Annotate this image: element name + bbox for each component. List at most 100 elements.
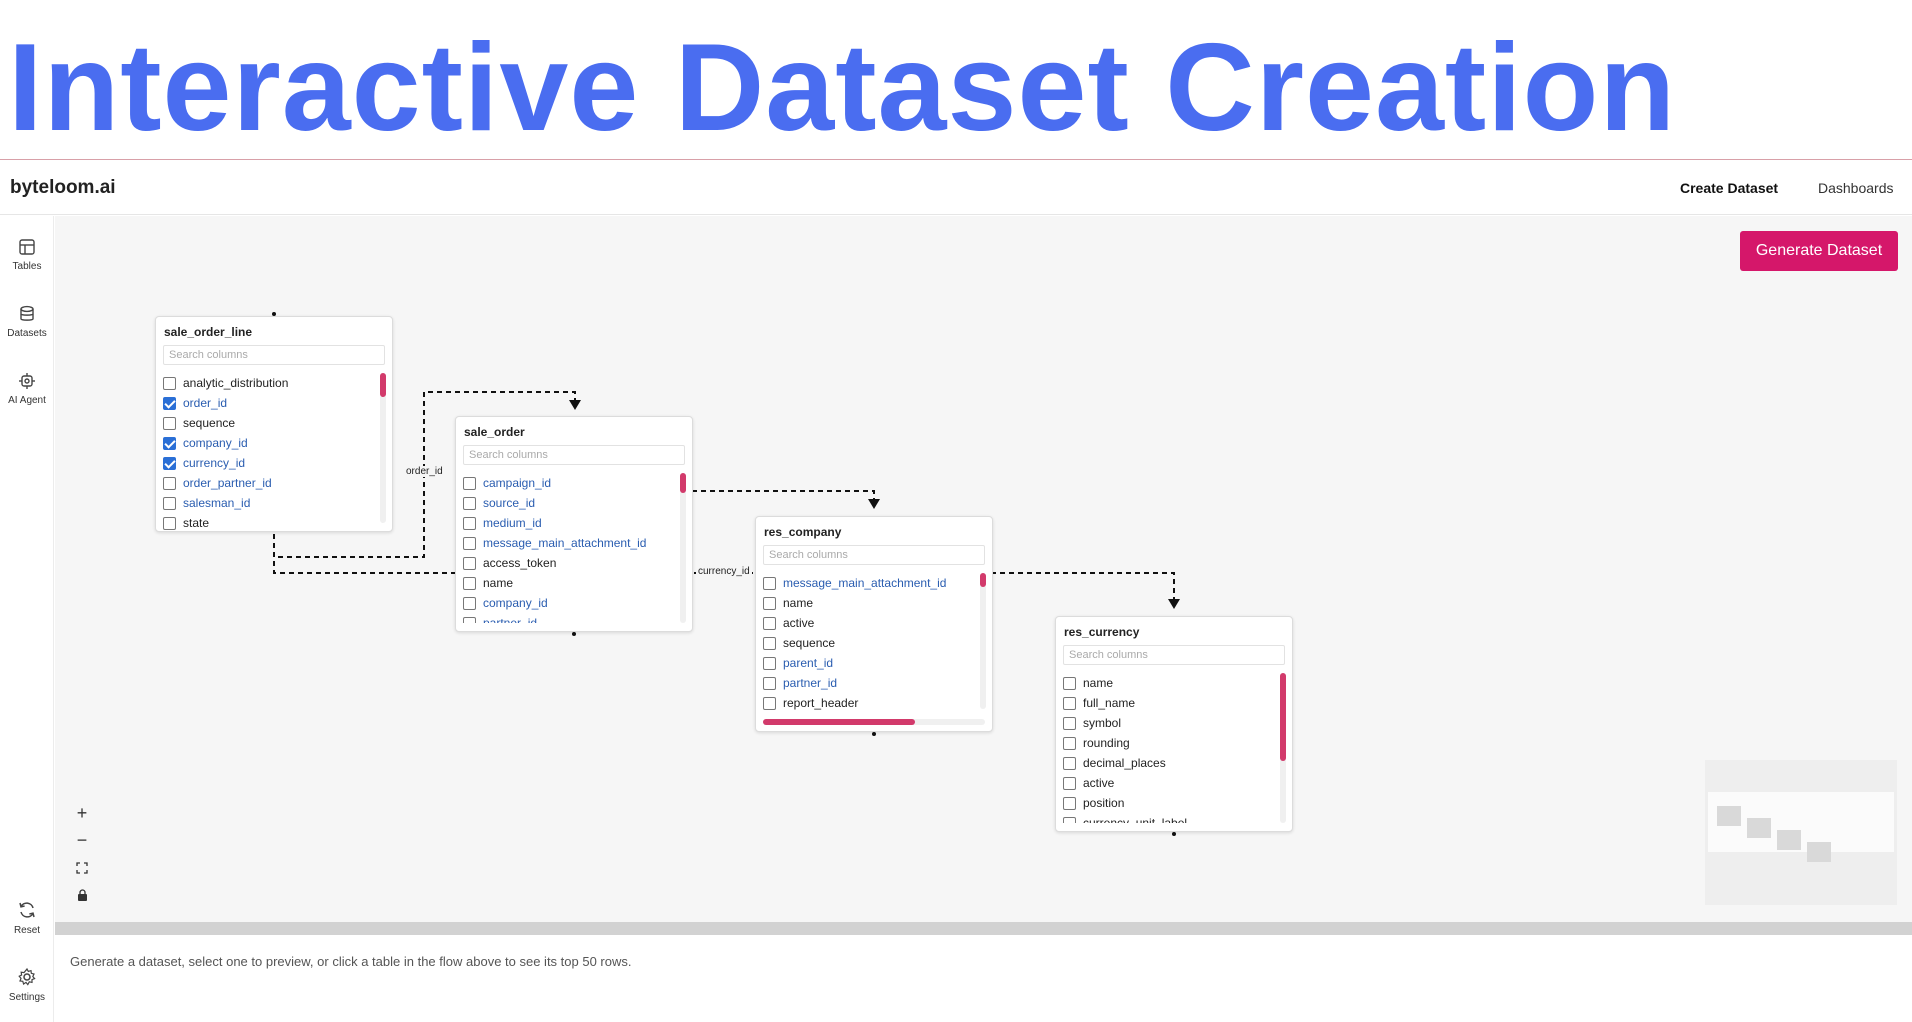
sidebar-item-datasets[interactable]: Datasets (0, 305, 54, 339)
column-checkbox[interactable] (463, 516, 476, 530)
nav-dashboards[interactable]: Dashboards (1818, 180, 1894, 196)
column-name: report_header (783, 696, 859, 710)
column-row[interactable]: position (1063, 793, 1278, 813)
scrollbar-thumb[interactable] (680, 473, 686, 493)
column-row[interactable]: active (1063, 773, 1278, 793)
column-checkbox[interactable] (463, 536, 476, 550)
column-checkbox[interactable] (763, 676, 776, 690)
column-row[interactable]: parent_id (763, 653, 978, 673)
zoom-in-button[interactable]: + (76, 803, 88, 823)
scrollbar-thumb[interactable] (1280, 673, 1286, 761)
minimap-node (1747, 818, 1771, 838)
table-node-sale-order-line[interactable]: sale_order_line analytic_distribution or… (155, 316, 393, 532)
column-row[interactable]: full_name (1063, 693, 1278, 713)
column-row[interactable]: message_main_attachment_id (763, 573, 978, 593)
column-scrollbar[interactable] (380, 373, 386, 523)
fit-view-button[interactable] (70, 854, 94, 881)
column-row[interactable]: active (763, 613, 978, 633)
scrollbar-thumb[interactable] (380, 373, 386, 397)
panel-resize-handle[interactable] (55, 922, 1912, 935)
column-row[interactable]: name (463, 573, 678, 593)
column-row[interactable]: campaign_id (463, 473, 678, 493)
fit-view-icon (76, 861, 88, 874)
column-checkbox[interactable] (1063, 676, 1076, 690)
zoom-out-button[interactable]: − (76, 830, 88, 850)
column-checkbox[interactable] (763, 636, 776, 650)
column-checkbox[interactable] (163, 456, 176, 470)
column-row[interactable]: symbol (1063, 713, 1278, 733)
column-checkbox[interactable] (163, 416, 176, 430)
column-checkbox[interactable] (163, 436, 176, 450)
column-row[interactable]: salesman_id (163, 493, 378, 513)
scrollbar-thumb[interactable] (763, 719, 915, 725)
column-row[interactable]: source_id (463, 493, 678, 513)
column-row[interactable]: message_main_attachment_id (463, 533, 678, 553)
column-checkbox[interactable] (1063, 716, 1076, 730)
column-row[interactable]: order_partner_id (163, 473, 378, 493)
column-row[interactable]: decimal_places (1063, 753, 1278, 773)
lock-button[interactable] (70, 881, 94, 908)
column-checkbox[interactable] (763, 696, 776, 710)
column-checkbox[interactable] (163, 496, 176, 510)
column-checkbox[interactable] (163, 476, 176, 490)
column-name: message_main_attachment_id (483, 536, 647, 550)
scrollbar-thumb[interactable] (980, 573, 986, 587)
column-checkbox[interactable] (463, 596, 476, 610)
column-row[interactable]: sequence (763, 633, 978, 653)
table-node-res-currency[interactable]: res_currency name full_name symbol round… (1055, 616, 1293, 832)
column-row[interactable]: access_token (463, 553, 678, 573)
generate-dataset-button[interactable]: Generate Dataset (1740, 231, 1898, 271)
column-row[interactable]: partner_id (463, 613, 678, 623)
column-checkbox[interactable] (463, 496, 476, 510)
column-checkbox[interactable] (763, 616, 776, 630)
column-row[interactable]: sequence (163, 413, 378, 433)
column-search-input[interactable] (463, 445, 685, 465)
column-row[interactable]: medium_id (463, 513, 678, 533)
column-row[interactable]: company_id (163, 433, 378, 453)
column-checkbox[interactable] (163, 396, 176, 410)
column-checkbox[interactable] (763, 596, 776, 610)
column-row[interactable]: company_id (463, 593, 678, 613)
column-checkbox[interactable] (1063, 796, 1076, 810)
column-name: campaign_id (483, 476, 552, 490)
brand-logo[interactable]: byteloom.ai (10, 177, 116, 198)
column-checkbox[interactable] (763, 576, 776, 590)
sidebar-item-tables[interactable]: Tables (0, 238, 54, 272)
column-scrollbar[interactable] (980, 573, 986, 709)
column-checkbox[interactable] (1063, 736, 1076, 750)
column-row[interactable]: name (763, 593, 978, 613)
column-scrollbar[interactable] (680, 473, 686, 623)
sidebar-item-ai-agent[interactable]: AI Agent (0, 372, 54, 406)
column-checkbox[interactable] (463, 476, 476, 490)
column-search-input[interactable] (763, 545, 985, 565)
column-row[interactable]: report_header (763, 693, 978, 713)
column-row[interactable]: state (163, 513, 378, 531)
column-checkbox[interactable] (1063, 756, 1076, 770)
column-scrollbar[interactable] (1280, 673, 1286, 823)
horizontal-scrollbar[interactable] (763, 719, 985, 725)
column-checkbox[interactable] (1063, 696, 1076, 710)
column-checkbox[interactable] (463, 616, 476, 623)
column-search-input[interactable] (1063, 645, 1285, 665)
sidebar-item-reset[interactable]: Reset (0, 900, 54, 936)
column-checkbox[interactable] (1063, 776, 1076, 790)
column-search-input[interactable] (163, 345, 385, 365)
column-checkbox[interactable] (763, 656, 776, 670)
table-node-res-company[interactable]: res_company message_main_attachment_id n… (755, 516, 993, 732)
table-node-sale-order[interactable]: sale_order campaign_id source_id medium_… (455, 416, 693, 632)
column-checkbox[interactable] (1063, 816, 1076, 823)
column-row[interactable]: currency_id (163, 453, 378, 473)
column-row[interactable]: rounding (1063, 733, 1278, 753)
nav-create-dataset[interactable]: Create Dataset (1680, 180, 1779, 196)
column-row[interactable]: currency_unit_label (1063, 813, 1278, 823)
column-row[interactable]: partner_id (763, 673, 978, 693)
column-row[interactable]: analytic_distribution (163, 373, 378, 393)
sidebar-item-settings[interactable]: Settings (0, 967, 54, 1003)
column-checkbox[interactable] (163, 516, 176, 530)
column-row[interactable]: order_id (163, 393, 378, 413)
flow-minimap[interactable] (1705, 760, 1897, 905)
column-row[interactable]: name (1063, 673, 1278, 693)
column-checkbox[interactable] (463, 556, 476, 570)
column-checkbox[interactable] (163, 376, 176, 390)
column-checkbox[interactable] (463, 576, 476, 590)
